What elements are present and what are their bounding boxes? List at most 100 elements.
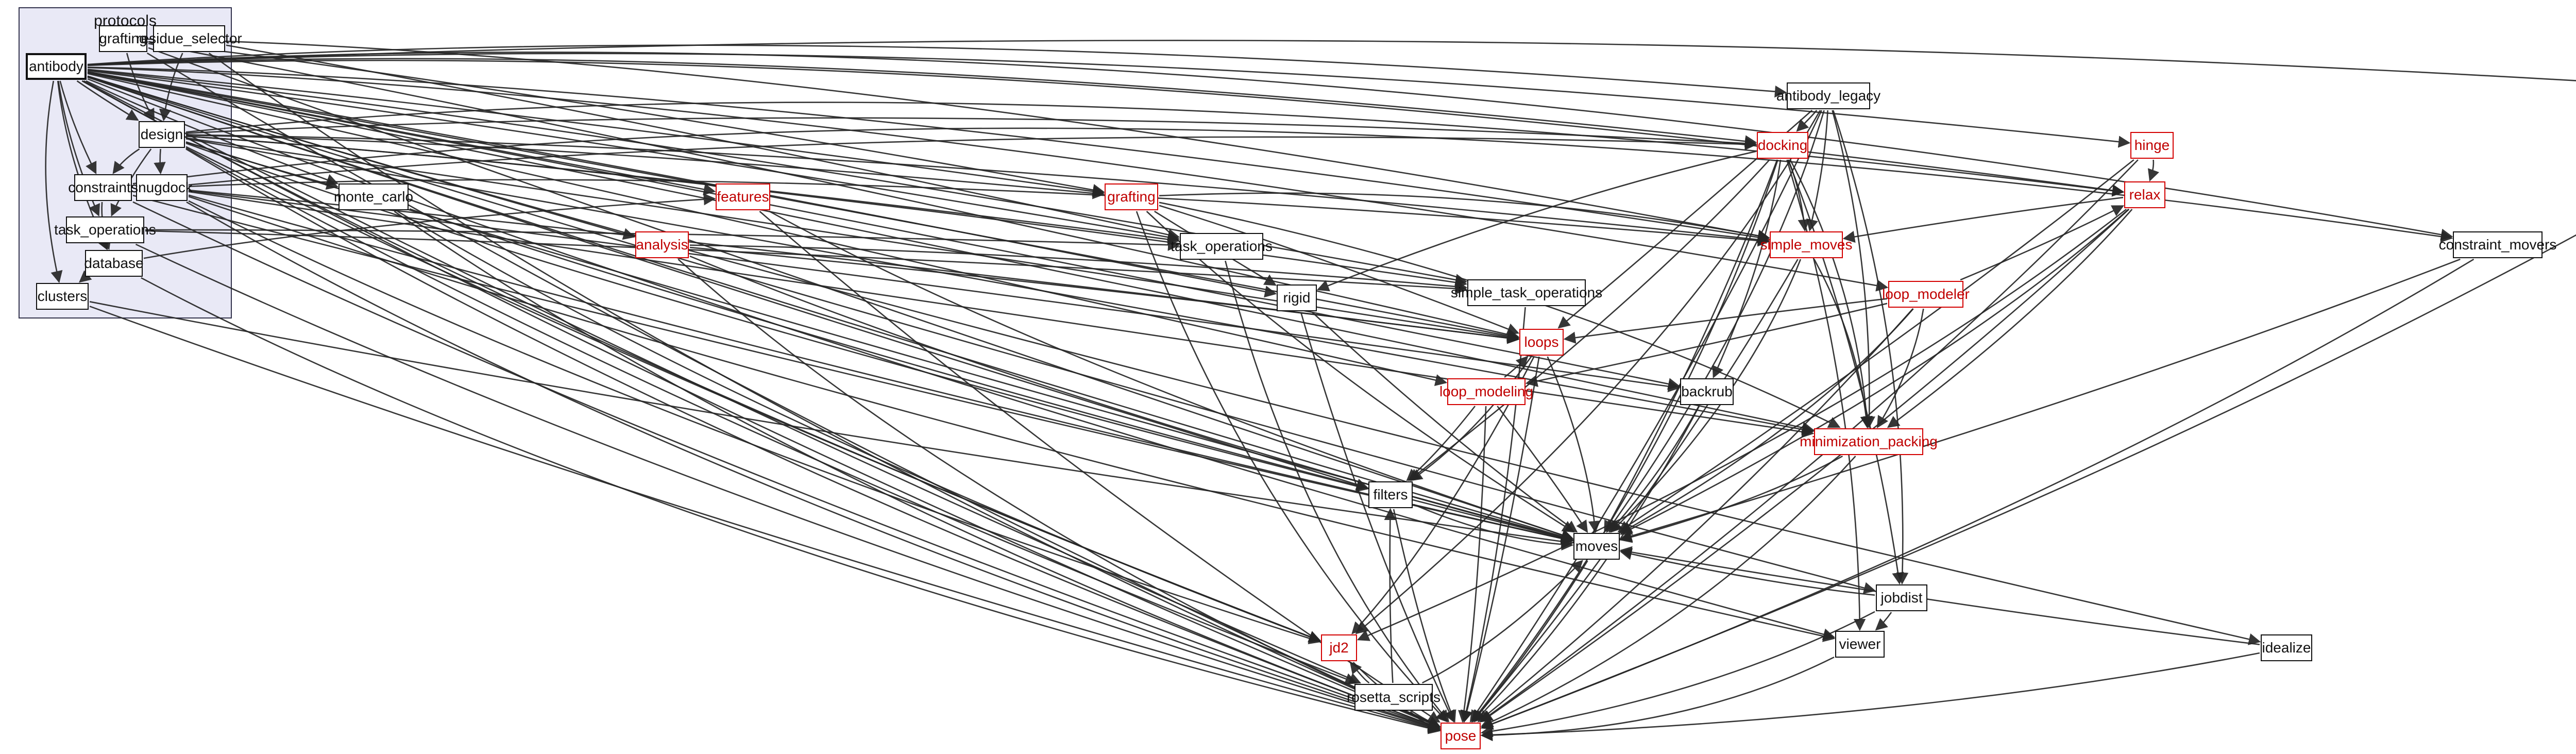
edge-antibody-rigid bbox=[87, 71, 1277, 298]
edge-antibody-design bbox=[76, 80, 139, 121]
edge-antibody-loop_modeler bbox=[87, 66, 1889, 292]
node-filters: filters bbox=[1368, 481, 1413, 508]
node-task_ops_out: task_operations bbox=[1171, 233, 1273, 260]
node-jd2[interactable]: jd2 bbox=[1321, 634, 1357, 661]
edge-filters-moves bbox=[1413, 504, 1574, 551]
node-docking[interactable]: docking bbox=[1757, 132, 1808, 159]
edge-grafting_in-moves bbox=[148, 47, 1574, 541]
edge-loop_modeler-loops bbox=[1563, 298, 1888, 344]
edge-loop_modeler-loop_modeling bbox=[1525, 303, 1888, 387]
edge-filters-pose bbox=[1393, 509, 1456, 723]
edge-features-moves bbox=[769, 210, 1574, 541]
node-antibody: antibody bbox=[26, 53, 87, 80]
edge-loops-filters bbox=[1410, 356, 1532, 481]
edge-design-rosetta_scripts bbox=[185, 147, 1358, 685]
edge-hinge-moves bbox=[1617, 159, 2134, 533]
edge-antibody-backrub bbox=[87, 72, 1681, 390]
node-constraints: constraints bbox=[68, 174, 138, 201]
node-simple_moves[interactable]: simple_moves bbox=[1760, 231, 1852, 258]
node-analysis[interactable]: analysis bbox=[635, 231, 689, 258]
edge-jobdist-moves bbox=[1619, 548, 1875, 596]
edge-moves-pose bbox=[1471, 560, 1588, 723]
edge-antibody_legacy-simple_moves bbox=[1806, 110, 1828, 232]
edge-loop_modeling-loops bbox=[1504, 356, 1529, 378]
edge-backrub-moves bbox=[1608, 406, 1700, 533]
edge-relax-pose bbox=[1480, 209, 2130, 723]
edge-docking-moves bbox=[1604, 159, 1778, 533]
edge-backrub-pose bbox=[1473, 406, 1700, 723]
edge-constraint_movers-moves bbox=[1619, 258, 2461, 542]
node-grafting_in: grafting bbox=[99, 25, 147, 52]
edge-snugdock-pose bbox=[186, 201, 1441, 732]
node-loops[interactable]: loops bbox=[1519, 329, 1564, 356]
edge-monte_carlo-jd2 bbox=[397, 210, 1321, 643]
edge-idealize-pose bbox=[1480, 652, 2260, 741]
edge-loop_modeling-pose bbox=[1458, 406, 1487, 723]
edge-clusters-moves bbox=[89, 301, 1574, 548]
edge-antibody-jd2 bbox=[81, 80, 1321, 643]
edge-snugdock-viewer bbox=[188, 196, 1836, 642]
node-backrub: backrub bbox=[1680, 378, 1734, 405]
edge-grafting_in-simple_moves bbox=[148, 38, 1770, 242]
edge-residue_selector-task_ops_out bbox=[226, 44, 1180, 241]
edge-relax-simple_moves bbox=[1842, 196, 2124, 243]
node-database: database bbox=[84, 250, 144, 277]
edge-antibody-monte_carlo bbox=[86, 80, 339, 186]
edge-relax-moves bbox=[1619, 209, 2129, 535]
edge-design-docking bbox=[185, 117, 1757, 149]
edge-design-filters bbox=[185, 142, 1369, 492]
edge-idealize-moves bbox=[1619, 546, 2260, 645]
edge-loop_modeler-minimization_packing bbox=[1876, 308, 1924, 428]
edge-simple_moves-pose bbox=[1471, 259, 1799, 723]
edge-simple_moves-minimization_packing bbox=[1814, 259, 1872, 429]
edge-interface-pose bbox=[1480, 234, 2576, 730]
node-snugdock: snugdock bbox=[131, 174, 193, 201]
edge-minimization_packing-pose bbox=[1480, 456, 1856, 728]
edge-docking-viewer bbox=[1786, 159, 1866, 631]
edge-jobdist-viewer bbox=[1875, 612, 1892, 631]
edge-residue_selector-pose bbox=[208, 52, 1441, 728]
edge-rosetta_scripts-moves bbox=[1422, 560, 1583, 684]
edge-antibody_legacy-pose bbox=[1469, 110, 1822, 723]
edge-antibody-rosetta_scripts bbox=[83, 80, 1362, 684]
edge-constraints-moves bbox=[132, 194, 1574, 545]
edge-design-constraints bbox=[112, 148, 140, 174]
node-minimization_packing[interactable]: minimization_packing bbox=[1800, 428, 1938, 455]
edge-docking-filters bbox=[1408, 159, 1770, 481]
node-relax[interactable]: relax bbox=[2124, 181, 2165, 208]
edge-minimization_packing-moves bbox=[1619, 455, 1843, 543]
edge-antibody-pose bbox=[82, 80, 1441, 729]
edge-loop_modeler-pose bbox=[1477, 308, 1913, 723]
node-constraint_movers: constraint_movers bbox=[2439, 231, 2556, 258]
edge-loop_modeler-relax bbox=[1960, 205, 2125, 281]
edge-antibody-idealize bbox=[87, 75, 2261, 645]
edge-jobdist-pose bbox=[1480, 611, 1875, 738]
edge-relax-jd2 bbox=[1357, 208, 2127, 641]
edge-antibody-loop_modeling bbox=[87, 73, 1448, 387]
edge-task_ops_in-simple_task_ops bbox=[145, 230, 1468, 295]
edge-grafting_out-pose bbox=[1136, 211, 1448, 723]
node-pose[interactable]: pose bbox=[1440, 723, 1481, 749]
node-loop_modeler[interactable]: loop_modeler bbox=[1882, 281, 1970, 308]
edge-loop_modeling-moves bbox=[1497, 406, 1588, 533]
edge-database-features bbox=[143, 193, 716, 259]
edge-snugdock-moves bbox=[188, 194, 1574, 545]
node-features[interactable]: features bbox=[716, 183, 770, 210]
edge-docking-minimization_packing bbox=[1789, 159, 1873, 429]
edge-antibody-docking bbox=[87, 58, 1757, 147]
node-rigid: rigid bbox=[1277, 284, 1317, 311]
edge-docking-pose bbox=[1471, 159, 1778, 723]
node-clusters: clusters bbox=[36, 283, 89, 310]
edge-antibody-moves bbox=[87, 76, 1574, 542]
edge-database-pose bbox=[141, 277, 1441, 734]
edge-antibody_legacy-docking bbox=[1796, 110, 1818, 132]
node-hinge[interactable]: hinge bbox=[2130, 132, 2174, 159]
node-loop_modeling[interactable]: loop_modeling bbox=[1439, 378, 1533, 405]
node-moves: moves bbox=[1573, 533, 1620, 560]
edge-grafting_out-loops bbox=[1159, 205, 1520, 335]
edge-snugdock-simple_moves bbox=[188, 179, 1770, 247]
node-grafting_out[interactable]: grafting bbox=[1105, 183, 1158, 210]
edge-database-clusters bbox=[79, 270, 92, 283]
